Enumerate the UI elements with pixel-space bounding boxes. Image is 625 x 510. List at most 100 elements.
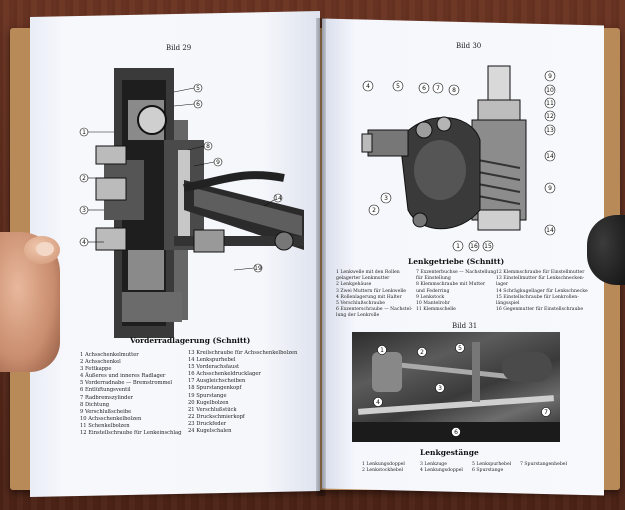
svg-text:9: 9 <box>216 159 220 166</box>
legend-item: 12 Klemmschraube für Einstellmutter <box>496 270 585 275</box>
legend-item: 4 Rollenlagerung mit Halter <box>336 294 402 300</box>
legend-item: für Einstellung <box>416 276 451 282</box>
legend-item: 15 Einstellschraube für Lenkrollen- <box>496 294 579 300</box>
svg-text:9: 9 <box>548 73 552 80</box>
legend-item: 8 Klemmschraube mit Mutter <box>416 282 486 288</box>
legend-item: 16 Achsschenkeldrucklager <box>188 371 261 378</box>
legend-item: 5 Verschlußschraube <box>336 301 386 307</box>
legend-item: 21 Verschlußstück <box>188 406 237 413</box>
legend-item: 15 Vorderachsfaust <box>188 364 240 371</box>
svg-text:1: 1 <box>380 347 384 354</box>
book-gutter <box>316 18 326 496</box>
legend-item: 17 Ausgleichscheiben <box>188 378 246 385</box>
legend-item: 12 Einstellschraube für Lenkeinschlag <box>80 430 182 437</box>
svg-text:4: 4 <box>376 399 380 406</box>
right-legend-top-col1: 1 Lenkwelle mit den Rollen gelagerter Le… <box>336 270 412 320</box>
right-legend-bottom-col1: 1 Lenkungsdoppel 2 Lenkstockhebel <box>362 462 405 474</box>
legend-item: 4 Lenkungsdoppel <box>420 468 463 474</box>
right-figure-label-2: Bild 31 <box>452 322 478 330</box>
svg-text:1: 1 <box>82 129 86 136</box>
svg-text:3: 3 <box>82 207 86 214</box>
front-wheel-bearing-drawing: 1 2 3 4 5 6 8 9 19 14 <box>79 68 304 338</box>
svg-text:8: 8 <box>206 143 210 150</box>
svg-text:15: 15 <box>484 243 492 250</box>
legend-item: 10 Mantelrohr <box>416 301 450 307</box>
right-hand-glove <box>587 215 625 285</box>
legend-item: 5 Vorderradnabe — Bremstrommel <box>80 380 173 387</box>
legend-item: 16 Gegenmutter für Einstellschraube <box>496 307 584 313</box>
legend-item: 2 Lenkstockhebel <box>362 468 404 474</box>
legend-item: 8 Dichtung <box>80 401 110 408</box>
legend-item: 11 Schenkelbolzen <box>80 422 130 429</box>
right-legend-bottom-col3: 5 Lenkspurhebel 6 Spurstange <box>472 462 511 474</box>
legend-item: 11 Klemmschelle <box>416 307 456 313</box>
legend-item: 6 Entlüftungsventil <box>80 387 131 394</box>
legend-item: 3 Zwei Muttern für Lenkwelle <box>336 288 406 294</box>
legend-item: 6 Spurstange <box>472 468 504 474</box>
svg-text:5: 5 <box>458 345 462 352</box>
legend-item: 9 Lenkstock <box>416 294 445 300</box>
legend-item: 18 Spurstangenkopf <box>188 385 242 392</box>
svg-text:12: 12 <box>546 113 554 120</box>
legend-item: 5 Lenkspurhebel <box>472 462 512 467</box>
legend-item: 22 Druckschmierkopf <box>188 413 245 420</box>
svg-text:3: 3 <box>438 385 442 392</box>
legend-item: 14 Schrägkugellager für Lenkschnecke <box>496 288 588 294</box>
legend-item: 1 Lenkungsdoppel <box>362 462 405 467</box>
legend-item: 13 Einstellmutter für Lenkschnecken- <box>496 276 585 282</box>
legend-item: 10 Achsschenkelbolzen <box>80 415 142 422</box>
svg-text:6: 6 <box>196 101 200 108</box>
svg-text:7: 7 <box>544 409 548 416</box>
right-legend-top-col3: 12 Klemmschraube für Einstellmutter 13 E… <box>496 270 588 313</box>
legend-item: 3 Lenkzuge <box>420 462 447 467</box>
svg-text:8: 8 <box>452 87 456 94</box>
steering-linkage-photo: 1 2 5 3 4 6 7 <box>352 332 560 442</box>
svg-text:10: 10 <box>546 87 554 94</box>
legend-item: längsspiel <box>496 301 520 307</box>
legend-item: und Federring <box>416 288 450 294</box>
legend-item: 19 Spurstange <box>188 392 227 399</box>
svg-text:2: 2 <box>372 207 376 214</box>
right-caption-top: Lenkgetriebe (Schnitt) <box>408 257 505 266</box>
svg-text:4: 4 <box>366 83 370 90</box>
legend-item: 9 Verschlußscheibe <box>80 408 132 415</box>
legend-item: 7 Radbremszylinder <box>80 394 134 401</box>
legend-item: 3 Fettkappe <box>80 366 112 373</box>
left-legend-col1: 1 Achsschenkelmutter 2 Achsschenkel 3 Fe… <box>80 352 181 437</box>
legend-item: 23 Druckfeder <box>188 420 227 427</box>
legend-item: lager <box>496 282 509 288</box>
svg-text:2: 2 <box>420 349 424 356</box>
svg-text:11: 11 <box>546 100 554 107</box>
legend-item: 2 Achsschenkel <box>80 359 121 366</box>
svg-text:9: 9 <box>548 185 552 192</box>
legend-item: lung der Lenkrolle <box>336 313 380 319</box>
right-figure-label: Bild 30 <box>456 42 482 50</box>
legend-item: 7 Spurstangenhebel <box>520 462 567 467</box>
left-legend-col2: 13 Kreilschraube für Achsschenkelbolzen … <box>188 350 297 435</box>
svg-text:7: 7 <box>436 85 440 92</box>
legend-item: gelagerter Lenkmutter <box>336 276 390 282</box>
legend-item: 13 Kreilschraube für Achsschenkelbolzen <box>188 350 298 356</box>
legend-item: 7 Exzenterbuchse — Nachstellung <box>416 270 497 275</box>
thumbnail <box>36 242 54 256</box>
left-figure-label: Bild 29 <box>166 44 192 52</box>
svg-text:2: 2 <box>82 175 86 182</box>
legend-item: 24 Kugelschalen <box>188 428 232 435</box>
right-legend-bottom-col4: 7 Spurstangenhebel <box>520 462 567 468</box>
svg-text:13: 13 <box>546 127 554 134</box>
legend-item: 4 Äußeres und inneres Radlager <box>80 373 166 380</box>
svg-text:16: 16 <box>470 243 478 250</box>
right-legend-bottom-col2: 3 Lenkzuge 4 Lenkungsdoppel <box>420 462 463 474</box>
legend-item: 14 Lenkspurhebel <box>188 357 236 364</box>
svg-text:14: 14 <box>546 227 554 234</box>
legend-item: 2 Lenkgehäuse <box>336 282 372 288</box>
photo-callouts: 1 2 5 3 4 6 7 <box>373 343 551 437</box>
svg-text:4: 4 <box>82 239 86 246</box>
svg-text:19: 19 <box>254 265 262 272</box>
left-caption: Vorderradlagerung (Schnitt) <box>130 336 251 345</box>
svg-text:6: 6 <box>422 85 426 92</box>
steering-gear-drawing: 4 5 6 7 8 9 10 11 12 13 14 9 14 3 2 1 16… <box>361 65 556 252</box>
svg-text:14: 14 <box>274 195 282 202</box>
svg-text:14: 14 <box>546 153 554 160</box>
right-legend-top-col2: 7 Exzenterbuchse — Nachstellung für Eins… <box>416 270 496 313</box>
